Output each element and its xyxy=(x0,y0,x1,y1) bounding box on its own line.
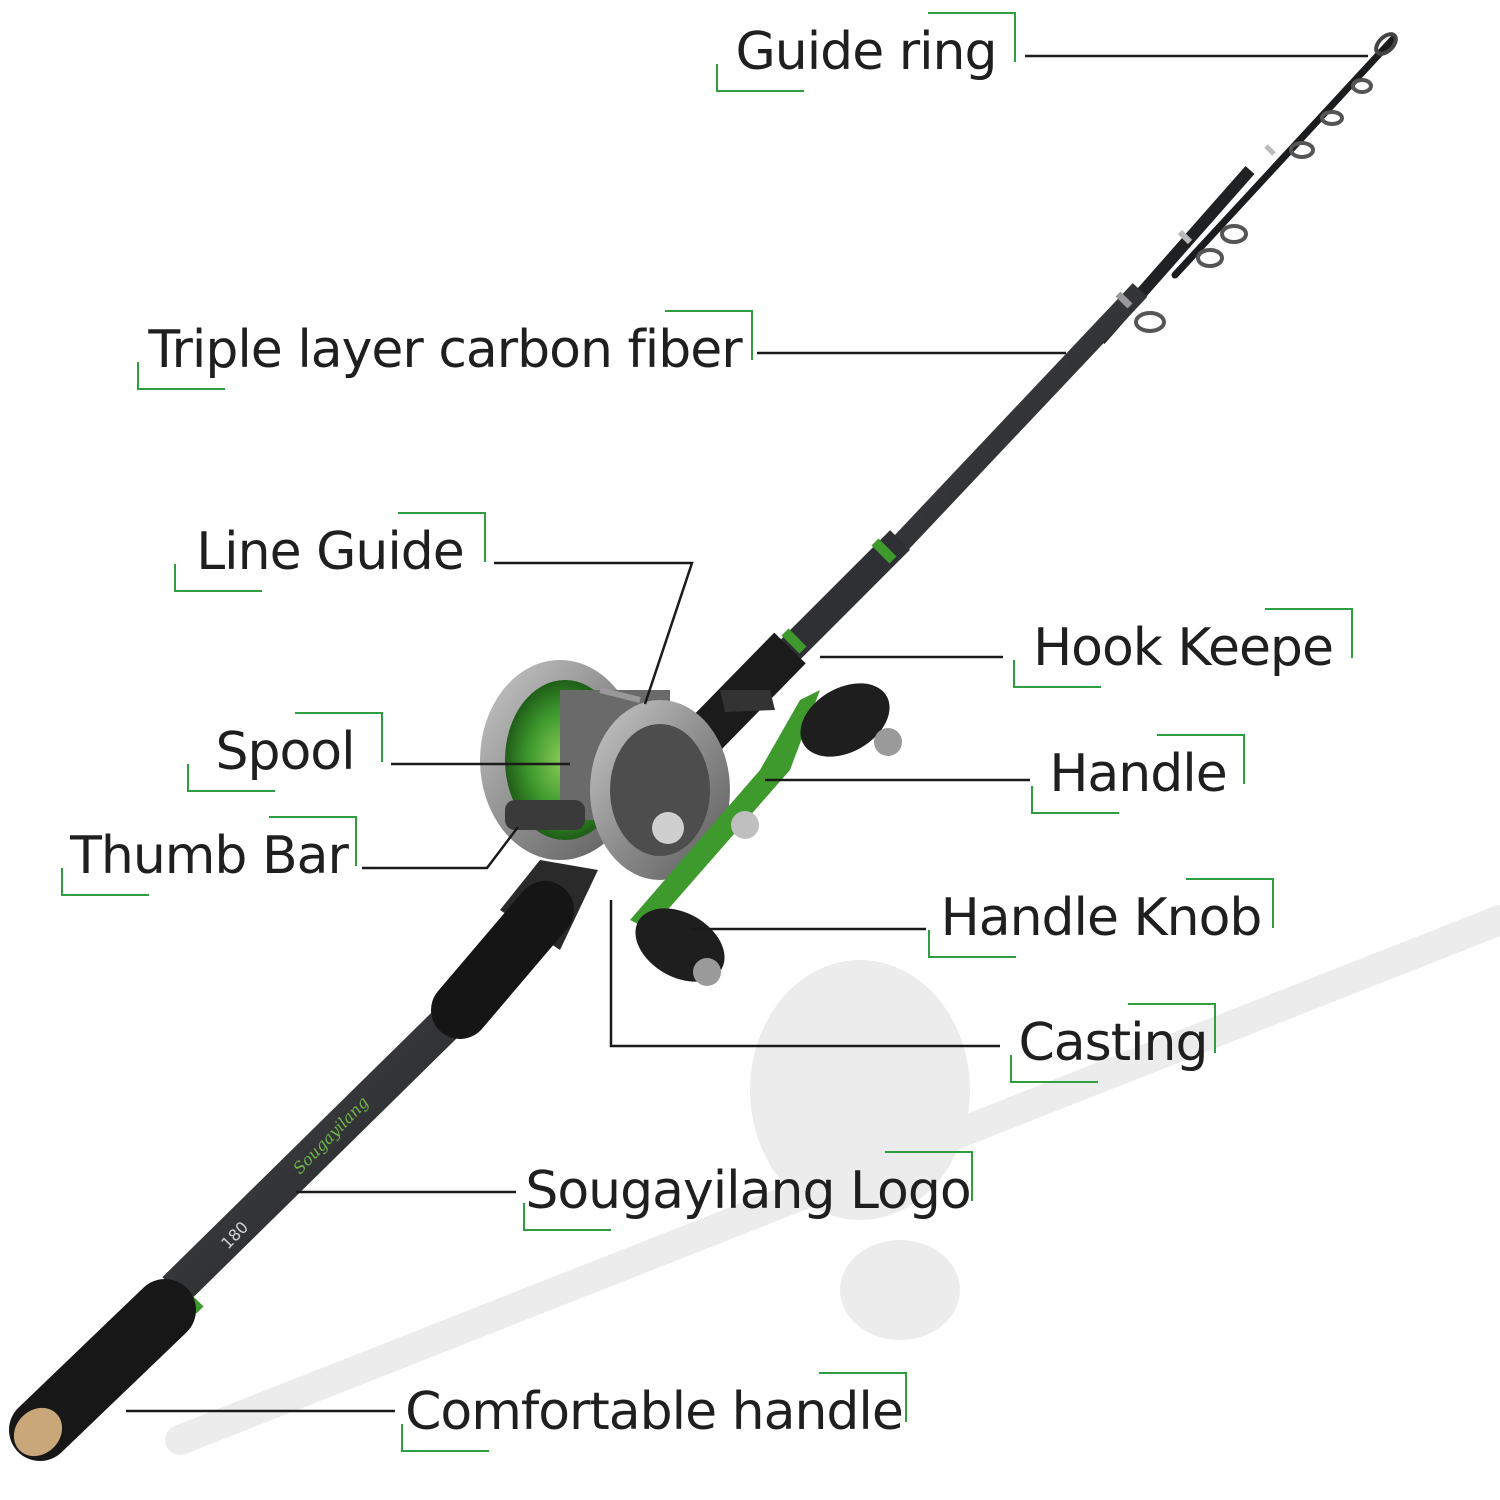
label-comfortable-handle: Comfortable handle xyxy=(401,1372,907,1452)
label-spool: Spool xyxy=(187,712,383,792)
fore-grip xyxy=(431,881,574,1039)
label-casting: Casting xyxy=(1010,1003,1216,1083)
crank-handle xyxy=(630,683,902,986)
label-carbon-fiber: Triple layer carbon fiber xyxy=(137,310,753,390)
rod-brand-print: Sougayilang xyxy=(289,1093,372,1178)
cork-butt xyxy=(13,1407,63,1457)
handle-knob-top xyxy=(800,683,890,757)
label-hook-keeper: Hook Keepe xyxy=(1013,608,1353,688)
rod-blank xyxy=(162,32,1398,1303)
level-wind xyxy=(599,687,641,703)
label-thumb-bar: Thumb Bar xyxy=(61,816,357,896)
leader-lines xyxy=(126,54,1368,1413)
label-line-guide: Line Guide xyxy=(174,512,486,592)
leader-casting xyxy=(609,900,1000,1048)
guide-rings xyxy=(1134,78,1373,333)
thumb-bar xyxy=(505,800,585,830)
baitcasting-reel xyxy=(480,660,730,880)
label-guide-ring: Guide ring xyxy=(716,12,1016,92)
star-drag xyxy=(652,812,684,844)
reel-seat xyxy=(431,632,806,1039)
background-rod-watermark xyxy=(165,905,1500,1455)
handle-knob-bottom xyxy=(635,908,725,982)
rear-grip xyxy=(9,1279,196,1461)
leader-thumb-bar xyxy=(362,826,519,870)
label-handle: Handle xyxy=(1031,734,1245,814)
leader-line-guide xyxy=(494,561,694,705)
label-handle-knob: Handle Knob xyxy=(928,878,1274,958)
label-logo: Sougayilang Logo xyxy=(523,1151,973,1231)
